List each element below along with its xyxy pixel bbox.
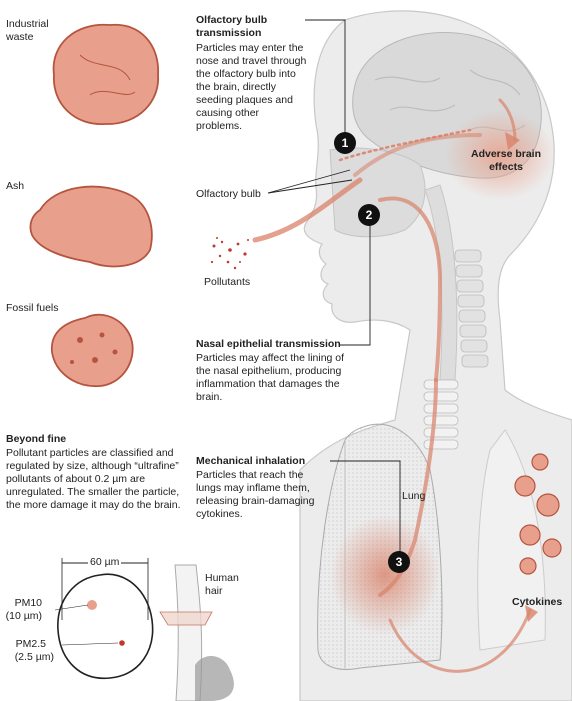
- beyond-fine-title: Beyond fine: [6, 433, 67, 445]
- nasal-title: Nasal epithelial transmission: [196, 338, 341, 350]
- mechanical-title: Mechanical inhalation: [196, 455, 306, 467]
- industrial-waste-label: Industrial waste: [6, 18, 49, 43]
- olfactory-bulb-label: Olfactory bulb: [196, 188, 261, 200]
- spine: [454, 249, 489, 368]
- human-hair-label: Human hair: [205, 572, 239, 597]
- pollutants-label: Pollutants: [204, 276, 251, 288]
- pm25-label: PM2.5: [15, 638, 46, 650]
- marker-1: 1: [334, 132, 356, 154]
- pm25-particle: [119, 640, 125, 646]
- fossil-fuels-label: Fossil fuels: [6, 302, 59, 314]
- ash-label: Ash: [6, 180, 25, 192]
- pm10-particle: [87, 600, 97, 610]
- pm25-size: (2.5 µm): [14, 651, 54, 663]
- olfactory-body: Particles may enter the nose and travel …: [196, 42, 307, 132]
- fossil-fuels-particle: [51, 313, 134, 387]
- lung-inflammation: [330, 515, 440, 635]
- beyond-fine-body: Pollutant particles are classified and r…: [6, 447, 181, 511]
- cytokine-cluster: [514, 453, 562, 575]
- marker-2: 2: [358, 204, 380, 226]
- mechanical-body: Particles that reach the lungs may infla…: [196, 469, 315, 520]
- pollutant-cloud: [210, 237, 249, 270]
- particle-flow: [252, 98, 532, 673]
- cytokines-label: Cytokines: [512, 596, 563, 608]
- adverse-brain-label: Adverse brain effects: [470, 148, 542, 173]
- brain-inflammation: [445, 110, 555, 200]
- pm10-label: PM10: [14, 597, 42, 609]
- ash-particle: [29, 185, 153, 268]
- pm10-size: (10 µm): [5, 610, 42, 622]
- hair-width-label: 60 µm: [88, 556, 122, 569]
- marker-3: 3: [388, 551, 410, 573]
- industrial-waste-particle: [52, 23, 159, 125]
- human-hair-strand: [174, 564, 203, 701]
- olfactory-title: Olfactory bulb transmission: [196, 14, 268, 39]
- nasal-body: Particles may affect the lining of the n…: [196, 352, 345, 403]
- lung-label: Lung: [402, 490, 426, 502]
- hair-cross-section: [57, 573, 154, 679]
